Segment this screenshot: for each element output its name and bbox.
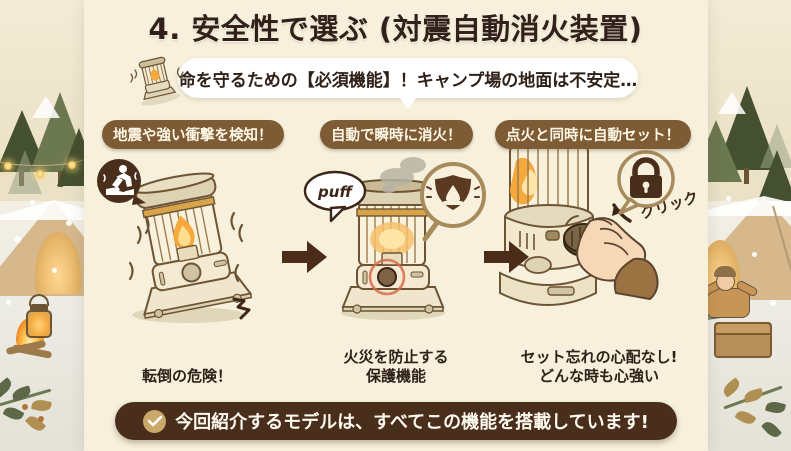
pill-step-1[interactable]: 地震や強い衝撃を検知！ bbox=[102, 120, 284, 149]
earthquake-badge bbox=[97, 159, 146, 205]
subtitle-text: 命を守るための【必須機能】！キャンプ場の地面は不安定… bbox=[178, 70, 638, 91]
pill-step-3[interactable]: 点火と同時に自動セット！ bbox=[495, 120, 691, 149]
step-2: puff bbox=[301, 155, 491, 385]
step-label-row: 地震や強い衝撃を検知！ 自動で瞬時に消火！ 点火と同時に自動セット！ bbox=[84, 120, 708, 150]
tipping-heater-icon bbox=[126, 54, 188, 106]
step-2-illustration: puff bbox=[301, 155, 491, 330]
svg-text:puff: puff bbox=[317, 183, 353, 201]
summary-banner-text: 今回紹介するモデルは、すべてこの機能を搭載しています! bbox=[175, 412, 649, 433]
step-1: 転倒の危険！ bbox=[92, 155, 282, 385]
lantern-left bbox=[26, 310, 52, 338]
steps-row: 転倒の危険！ bbox=[84, 146, 708, 385]
pill-step-2[interactable]: 自動で瞬時に消火！ bbox=[320, 120, 473, 149]
check-circle-icon bbox=[143, 409, 167, 433]
storage-chest bbox=[714, 322, 772, 358]
step-2-caption-line1: 火災を防止する bbox=[343, 348, 449, 367]
summary-banner: 今回紹介するモデルは、すべてこの機能を搭載しています! bbox=[115, 402, 677, 440]
step-1-caption: 転倒の危険！ bbox=[141, 366, 232, 385]
step-3-caption-line1: セット忘れの心配なし! bbox=[520, 348, 678, 367]
puff-bubble: puff bbox=[303, 170, 367, 223]
step-2-caption-line2: 保護機能 bbox=[365, 366, 426, 385]
page-title: 4. 安全性で選ぶ (対震自動消火装置) bbox=[148, 12, 643, 46]
step-3-caption-line2: どんな時も心強い bbox=[538, 366, 659, 385]
flow-arrow-2 bbox=[484, 240, 530, 274]
step-1-illustration bbox=[92, 155, 282, 330]
shield-flame-badge bbox=[420, 162, 486, 242]
step-3-caption: セット忘れの心配なし! どんな時も心強い bbox=[504, 348, 694, 385]
step-2-caption: 火災を防止する 保護機能 bbox=[301, 348, 491, 385]
hand-icon bbox=[576, 217, 659, 301]
step-3: クリック セット忘れの心配なし! どんな時も心強い bbox=[499, 146, 701, 385]
subtitle-bubble: 命を守るための【必須機能】！キャンプ場の地面は不安定… bbox=[178, 58, 638, 109]
lock-badge bbox=[617, 150, 675, 215]
step-3-illustration: クリック bbox=[499, 146, 701, 330]
flow-arrow-1 bbox=[282, 240, 328, 274]
